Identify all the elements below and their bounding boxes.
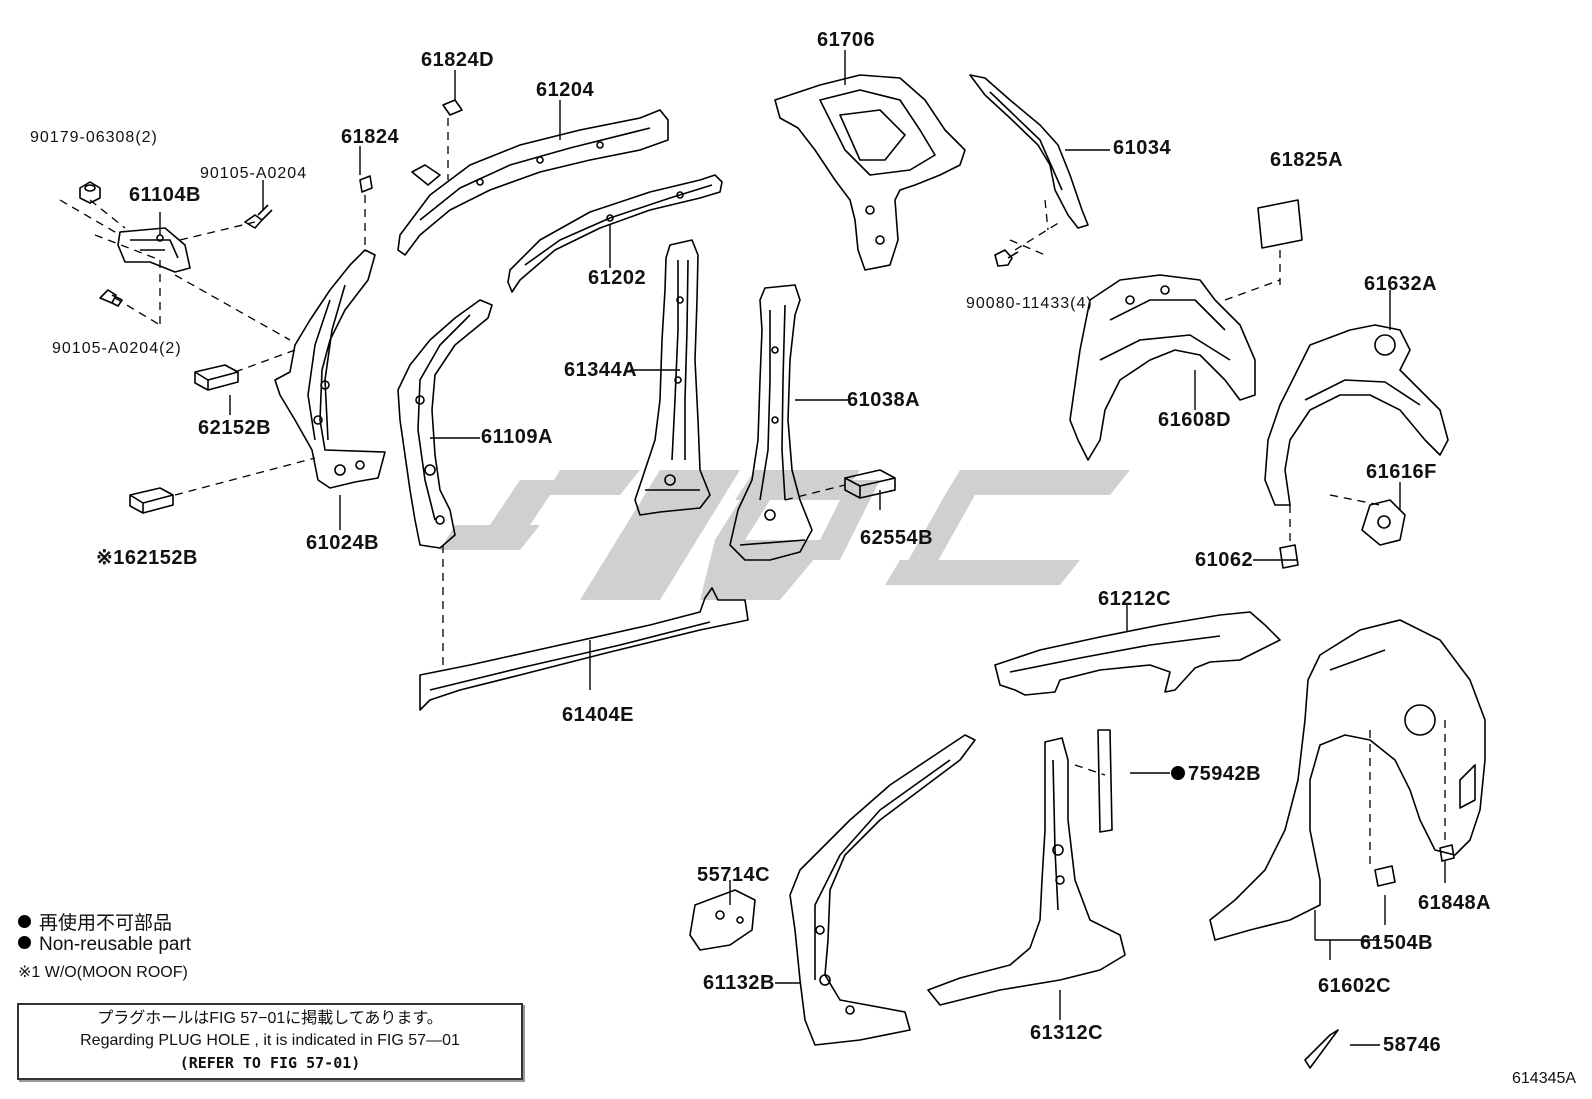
label-61706: 61706 (817, 29, 876, 51)
label-61104B: 61104B (129, 184, 201, 206)
part-61825A-sheet (1257, 199, 1303, 249)
part-61038A-center-pillar (729, 284, 813, 561)
part-61202-roof-rail-inner (507, 174, 723, 293)
note-jp: プラグホールはFIG 57−01に掲載してあります。 (97, 1010, 443, 1027)
label-61616F: 61616F (1366, 461, 1437, 483)
label-90105a: 90105-A0204 (200, 165, 308, 182)
part-162152B-pad (129, 487, 174, 514)
label-61038A: 61038A (847, 389, 921, 411)
part-61024B-pillar (274, 249, 386, 489)
part-90105-bolt-a (244, 204, 273, 229)
part-62554B-pad (844, 469, 896, 499)
part-61062-clip (1279, 544, 1299, 569)
label-61824: 61824 (341, 126, 400, 148)
label-61824D: 61824D (421, 49, 495, 71)
plug-hole-note: プラグホールはFIG 57−01に掲載してあります。 Regarding PLU… (17, 1003, 523, 1080)
label-61312C: 61312C (1030, 1022, 1104, 1044)
legend-en-text: Non-reusable part (39, 934, 192, 955)
part-61616F-bracket (1361, 499, 1406, 546)
watermark-logo (440, 470, 1130, 600)
label-61062: 61062 (1195, 549, 1254, 571)
part-61824-patch (359, 175, 373, 193)
bullet-icon (18, 936, 31, 950)
part-61034-brace (969, 74, 1089, 229)
label-61109A: 61109A (481, 426, 553, 448)
figure-id: 614345A (1512, 1070, 1577, 1087)
legend-jp-text: 再使用不可部品 (39, 913, 173, 934)
label-90080: 90080-11433(4) (966, 295, 1093, 312)
label-61632A: 61632A (1364, 273, 1438, 295)
part-61312C-center-pillar-outer (927, 737, 1126, 1006)
bullet-icon (18, 915, 31, 929)
legend-jp: 再使用不可部品 (18, 908, 172, 935)
part-62152B-pad (194, 364, 239, 391)
label-55714C: 55714C (697, 864, 771, 886)
non-reusable-marker (1171, 766, 1185, 780)
dashed-leaders (59, 118, 1446, 865)
label-61848A: 61848A (1418, 892, 1492, 914)
label-62152B: 62152B (198, 417, 272, 439)
label-61608D: 61608D (1158, 409, 1232, 431)
label-90105b: 90105-A0204(2) (52, 340, 182, 357)
part-90105-bolt-b (99, 289, 123, 307)
solid-leaders (159, 50, 1446, 1046)
label-61024B: 61024B (306, 532, 380, 554)
part-61824D-patch (442, 99, 463, 116)
part-61104B (117, 227, 191, 273)
part-61109A-pillar (397, 299, 493, 549)
label-162152B: ※162152B (96, 547, 198, 569)
part-61602C-quarter-panel (1209, 619, 1486, 941)
label-61034: 61034 (1113, 137, 1172, 159)
part-61344A-center-pillar (634, 239, 711, 516)
part-61132B-front-pillar-outer (789, 734, 976, 1046)
label-61204: 61204 (536, 79, 595, 101)
label-61602C: 61602C (1318, 975, 1392, 997)
note-en: Regarding PLUG HOLE , it is indicated in… (80, 1032, 460, 1049)
legend-en: Non-reusable part (18, 934, 191, 956)
label-61825A: 61825A (1270, 149, 1344, 171)
part-75942B-weatherstrip (1097, 729, 1113, 833)
label-58746: 58746 (1383, 1034, 1442, 1056)
part-61632A-wheelhouse-outer (1264, 324, 1449, 506)
part-61204-roof-rail (397, 109, 669, 256)
part-61404E-rocker (419, 587, 749, 711)
label-61504B: 61504B (1360, 932, 1434, 954)
label-90179: 90179-06308(2) (30, 129, 158, 146)
label-62554B: 62554B (860, 527, 934, 549)
part-61706-quarter-inner (774, 74, 966, 271)
label-61344A: 61344A (564, 359, 638, 381)
legend-moonroof: ※1 W/O(MOON ROOF) (18, 964, 188, 981)
part-90080-bolt (994, 249, 1019, 267)
label-75942B: 75942B (1188, 763, 1262, 785)
part-61212C-rail (994, 611, 1281, 696)
part-61848A-clip (1439, 844, 1455, 862)
label-61212C: 61212C (1098, 588, 1172, 610)
part-61608D-wheelhouse-inner (1069, 274, 1256, 461)
label-61132B: 61132B (703, 972, 775, 994)
part-61504B-clip (1374, 865, 1396, 887)
label-61202: 61202 (588, 267, 647, 289)
label-61404E: 61404E (562, 704, 634, 726)
part-58746-strip (1304, 1029, 1339, 1069)
note-ref: (REFER TO FIG 57-01) (179, 1054, 361, 1072)
part-55714C-bracket (689, 889, 756, 951)
part-90179-nut (79, 181, 101, 204)
